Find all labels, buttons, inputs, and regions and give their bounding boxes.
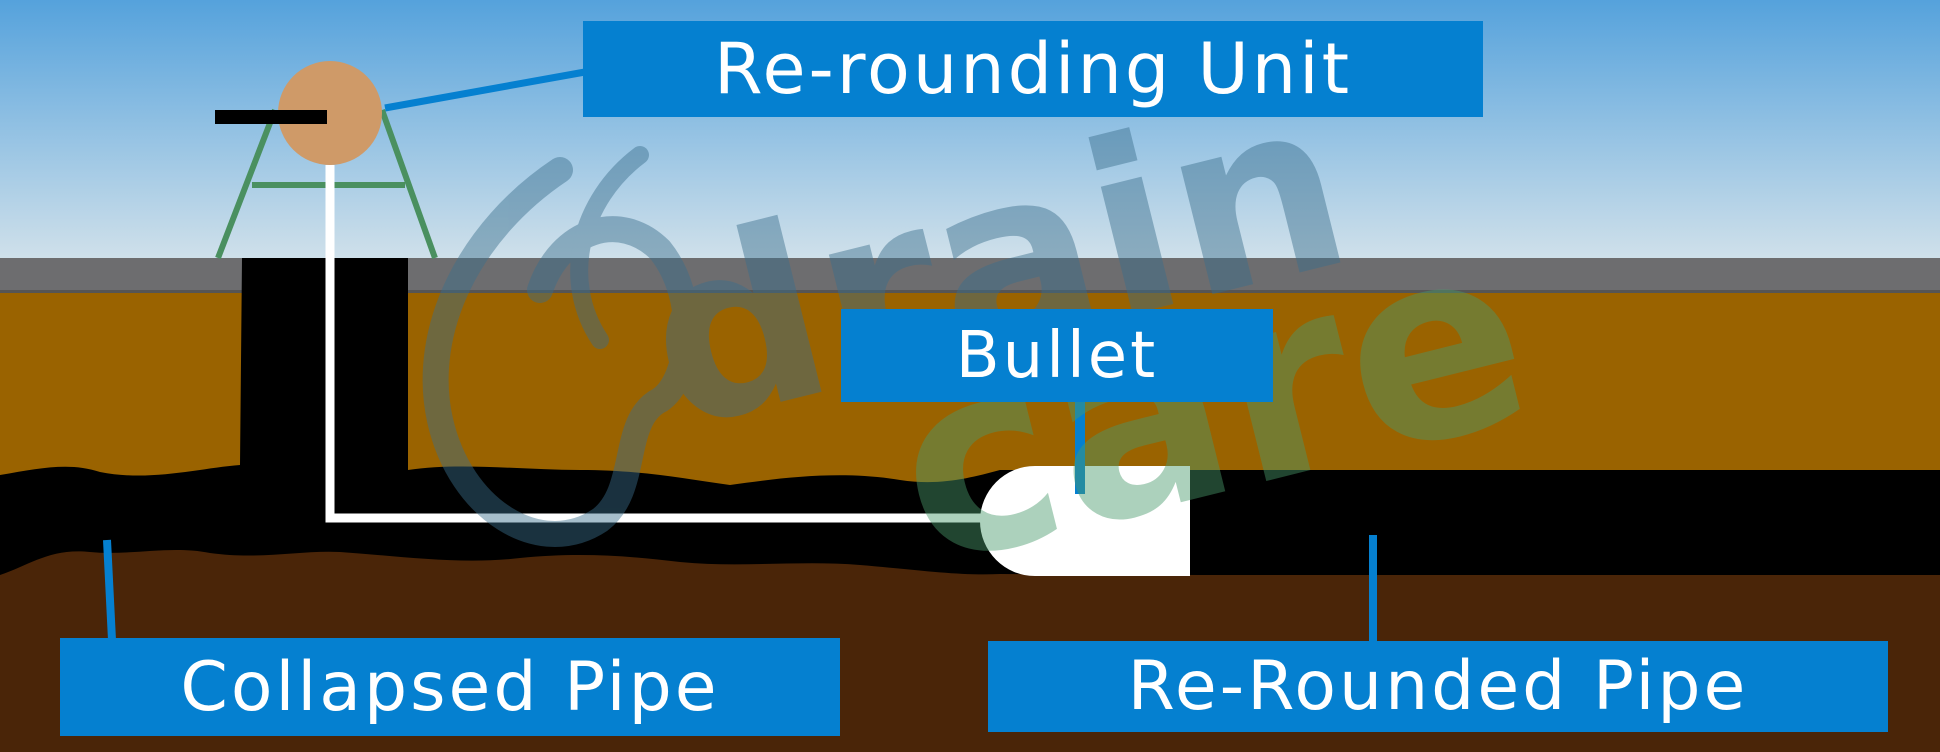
rerounded-pipe-label: Re-Rounded Pipe <box>988 641 1888 732</box>
frame-leg-left <box>215 108 278 260</box>
road-edge <box>0 290 1940 293</box>
pipe-layer <box>0 258 1940 575</box>
cable <box>325 165 1005 523</box>
bullet-icon <box>980 466 1190 576</box>
bullet-label: Bullet <box>841 309 1273 402</box>
unit-leader-line <box>384 68 586 112</box>
watermark-swirl <box>422 157 700 547</box>
handle-bar <box>215 110 327 124</box>
collapsed-pipe-label: Collapsed Pipe <box>60 638 840 736</box>
watermark-swirl-2 <box>570 146 649 349</box>
frame-leg-right <box>379 108 438 260</box>
collapsed-leader-line <box>103 539 116 641</box>
unit-body <box>278 61 382 165</box>
rerounding-unit-label: Re-rounding Unit <box>583 21 1483 117</box>
